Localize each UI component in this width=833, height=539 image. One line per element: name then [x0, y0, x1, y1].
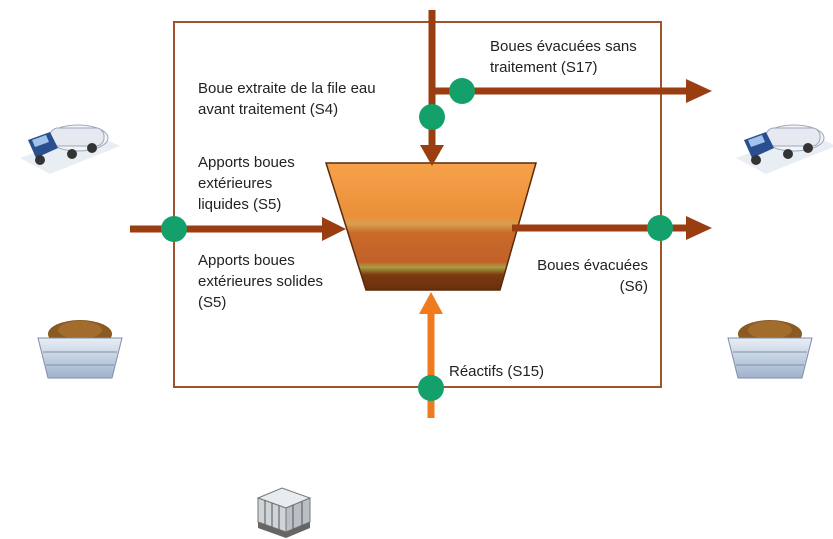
measure-point-s4: [419, 104, 445, 130]
flow-s17-arrowhead: [686, 79, 712, 103]
flow-s4-arrowhead: [420, 145, 444, 166]
measure-point-s15: [418, 375, 444, 401]
label-s4: Boue extraite de la file eau avant trait…: [198, 80, 376, 118]
solid-sludge-container-icon: [37, 320, 123, 379]
treatment-tank: [324, 162, 537, 291]
flow-s15-arrowhead: [419, 292, 443, 314]
reagent-pallet-icon: [256, 487, 312, 538]
measure-point-s17: [449, 78, 475, 104]
process-boundary-frame: [173, 21, 662, 388]
measure-point-s6: [647, 215, 673, 241]
label-s6: Boues évacuées (S6): [537, 257, 648, 295]
label-s17: Boues évacuées sans traitement (S17): [490, 38, 637, 76]
label-s5-solid: Apports boues extérieures solides (S5): [198, 252, 324, 311]
solid-sludge-container-icon: [727, 320, 813, 379]
flow-s6-arrowhead: [686, 216, 712, 240]
label-s5-liquid: Apports boues extérieures liquides (S5): [198, 154, 295, 213]
label-s15: Réactifs (S15): [449, 363, 545, 380]
sludge-tanker-truck-icon: [20, 124, 120, 174]
flow-s5-arrowhead: [322, 217, 346, 241]
sludge-tanker-truck-icon: [736, 124, 833, 174]
measure-point-s5: [161, 216, 187, 242]
